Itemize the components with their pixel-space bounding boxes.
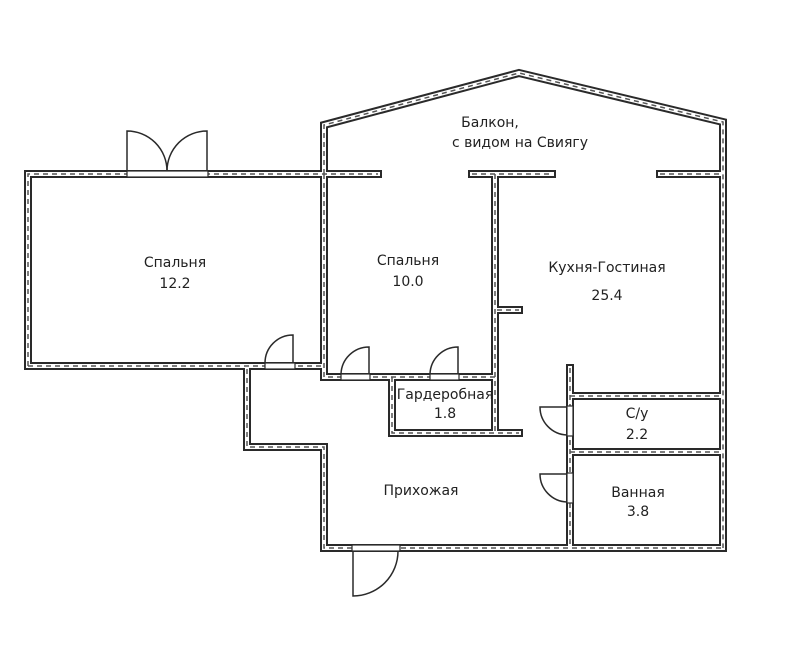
balcony-label-line2: с видом на Свиягу [452,135,588,151]
door-toilet [539,405,574,437]
double-door-bedroom1-balcony [126,130,209,178]
bathroom-label: Ванная [611,485,665,501]
wall-segment [391,377,519,434]
wardrobe-label: Гардеробная [397,387,494,403]
door-bedroom1 [264,334,296,370]
wall-segment [388,373,523,437]
room-hall: Прихожая [384,483,459,499]
room-bathroom: Ванная 3.8 [611,485,665,520]
kitchen-area: 25.4 [591,288,622,304]
wardrobe-area: 1.8 [434,406,456,422]
hall-label: Прихожая [384,483,459,499]
doors [126,130,574,597]
door-wardrobe [429,346,460,381]
room-wardrobe: Гардеробная 1.8 [397,387,494,422]
bedroom2-label: Спальня [377,253,439,269]
wall-segment [322,70,725,550]
room-bedroom-2: Спальня 10.0 [377,253,439,290]
bathroom-area: 3.8 [627,504,649,520]
toilet-area: 2.2 [626,427,648,443]
door-bedroom2 [340,346,371,381]
room-bedroom-1: Спальня 12.2 [144,255,206,292]
bedroom1-area: 12.2 [159,276,190,292]
balcony-label: Балкон, [461,115,519,131]
walls [24,68,727,552]
bedroom2-area: 10.0 [392,274,423,290]
room-toilet: С/у 2.2 [626,406,649,443]
entrance-door [351,544,401,597]
kitchen-label: Кухня-Гостиная [548,260,665,276]
wall-segment [27,173,378,366]
bedroom1-label: Спальня [144,255,206,271]
door-bathroom [539,472,574,504]
room-kitchen: Кухня-Гостиная 25.4 [548,260,665,304]
wall-segment [390,375,521,435]
toilet-label: С/у [626,406,649,422]
wall-segment [246,369,723,549]
room-balcony: Балкон, с видом на Свиягу [452,115,588,151]
